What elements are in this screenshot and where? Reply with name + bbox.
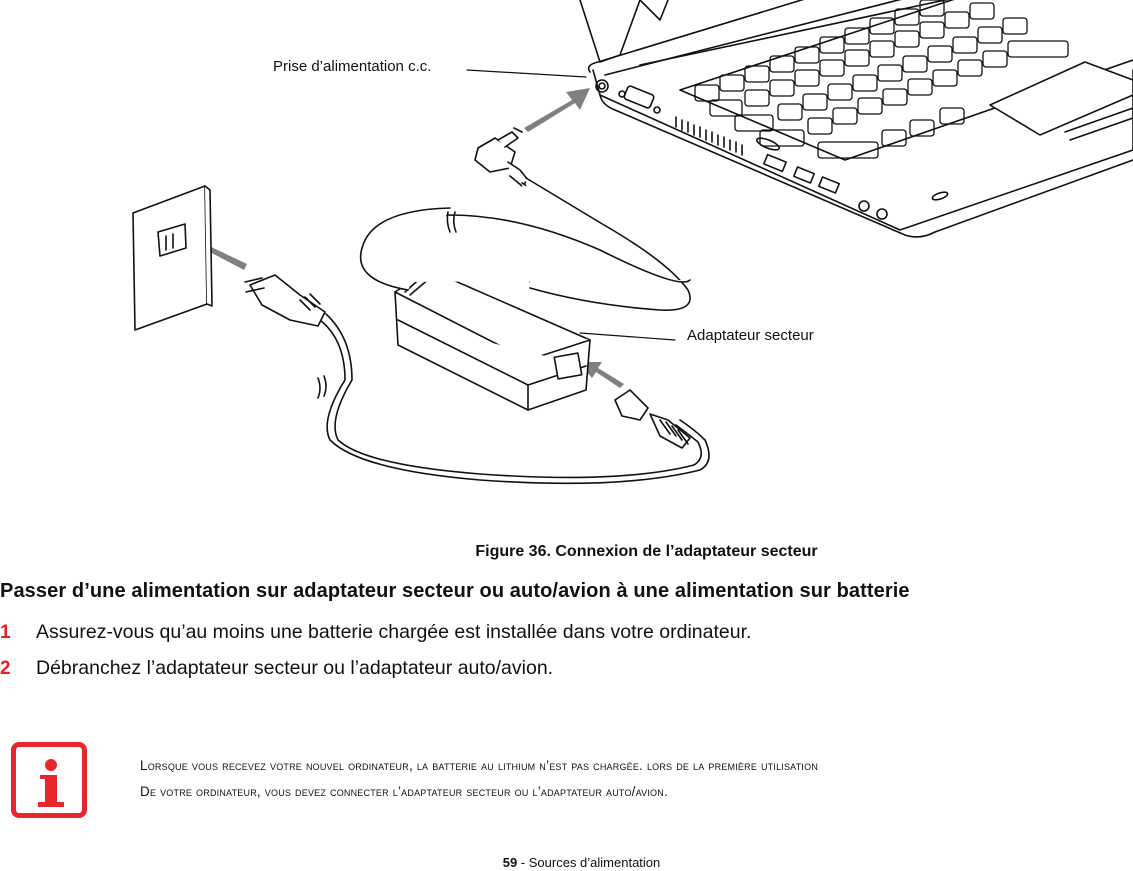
step-number: 1 — [0, 622, 11, 643]
wall-plug — [244, 274, 326, 327]
dc-jack-callout: Prise d’alimentation c.c. — [273, 58, 432, 75]
info-icon — [11, 742, 87, 818]
ac-power-cord — [317, 313, 710, 485]
keyboard-keys — [694, 0, 1069, 159]
note-line-1: Lorsque vous recevez votre nouvel ordina… — [140, 758, 819, 773]
dc-jack-leader — [466, 69, 587, 78]
ac-adapter-callout: Adaptateur secteur — [687, 327, 814, 344]
page-footer: 59 - Sources d’alimentation — [0, 855, 1133, 870]
vent-grille — [675, 116, 743, 156]
note-line-2: de votre ordinateur, vous devez connecte… — [140, 784, 668, 799]
ac-adapter-brick — [359, 207, 691, 411]
step-item: 2 Débranchez l’adaptateur secteur ou l’ad… — [0, 657, 553, 680]
adapter-leader — [579, 332, 676, 341]
step-text: Assurez-vous qu’au moins une batterie ch… — [36, 621, 752, 643]
page-number: 59 — [502, 855, 518, 870]
wall-outlet — [132, 185, 213, 331]
step-number: 2 — [0, 658, 11, 679]
section-heading: Passer d’une alimentation sur adaptateur… — [0, 580, 910, 602]
dc-plug — [474, 127, 691, 311]
footer-separator: - — [517, 855, 529, 870]
step-text: Débranchez l’adaptateur secteur ou l’ada… — [36, 657, 554, 679]
note-box: Lorsque vous recevez votre nouvel ordina… — [140, 753, 1120, 805]
adapter-connection-drawing — [132, 0, 1133, 485]
figure-caption: Figure 36. Connexion de l’adaptateur sec… — [0, 543, 1133, 561]
figure-caption-text: Figure 36. Connexion de l’adaptateur sec… — [475, 543, 818, 560]
step-item: 1 Assurez-vous qu’au moins une batterie c… — [0, 621, 751, 644]
footer-section-title: Sources d’alimentation — [528, 855, 661, 870]
mains-cord-plug — [614, 389, 691, 449]
laptop-drawing — [579, 0, 1133, 238]
figure-36-illustration: Prise d’alimentation c.c. Adaptateur sec… — [132, 0, 1133, 485]
